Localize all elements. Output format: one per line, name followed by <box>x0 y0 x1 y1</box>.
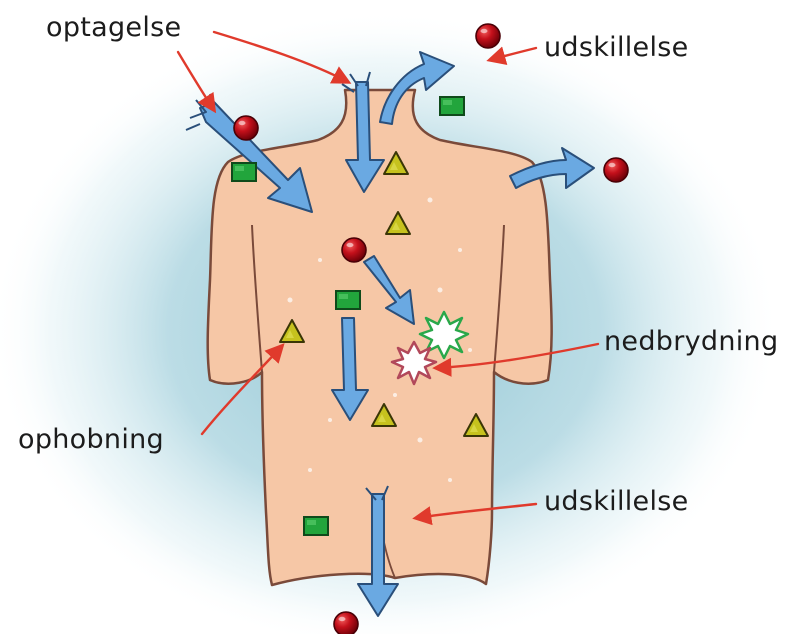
sphere-top-right <box>476 24 500 48</box>
label-accumulation: ophobning <box>18 424 164 455</box>
label-excretion-bottom: udskillelse <box>544 486 689 517</box>
label-excretion-top: udskillelse <box>544 32 689 63</box>
square-chest <box>336 291 360 309</box>
sphere-chest <box>342 238 366 262</box>
square-hip <box>304 517 328 535</box>
sphere-right-shoulder <box>604 158 628 182</box>
label-uptake: optagelse <box>46 12 181 43</box>
breakdown-burst-red <box>392 342 436 384</box>
sphere-bottom <box>334 612 358 634</box>
sphere-left-shoulder <box>234 116 258 140</box>
square-left-shoulder <box>232 163 256 181</box>
square-top <box>440 97 464 115</box>
label-breakdown: nedbrydning <box>604 326 778 357</box>
